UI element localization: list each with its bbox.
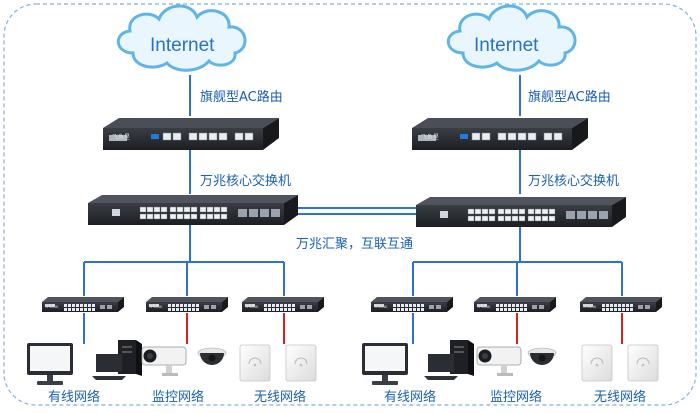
group-label-wired-right: 有线网络 xyxy=(384,390,437,405)
core-switch-icon xyxy=(87,194,299,226)
router-label-left: 旗舰型AC路由 xyxy=(200,90,283,105)
group-label-wireless-left: 无线网络 xyxy=(254,390,307,405)
access-brand-left-2: TP-LINK xyxy=(148,305,163,309)
core-switch-icon xyxy=(415,196,627,228)
dome-camera-icon xyxy=(197,347,227,366)
bullet-camera-icon xyxy=(141,346,187,377)
core-switch-label-left: 万兆核心交换机 xyxy=(200,174,292,189)
internet-label-left: Internet xyxy=(150,35,215,56)
access-brand-left-1: TP-LINK xyxy=(44,305,59,309)
access-brand-right-1: TP-LINK xyxy=(373,305,388,309)
monitor-icon xyxy=(362,343,408,385)
core-switch-label-right: 万兆核心交换机 xyxy=(528,174,620,189)
access-brand-right-3: TP-LINK xyxy=(582,305,597,309)
interconnect-link xyxy=(298,207,416,215)
group-label-monitoring-left: 监控网络 xyxy=(152,390,205,405)
access-brand-right-2: TP-LINK xyxy=(476,305,491,309)
router-brand-left: 飞鱼星 xyxy=(112,133,130,141)
group-label-wireless-right: 无线网络 xyxy=(594,390,647,405)
access-point-icon xyxy=(239,344,271,382)
diagram-frame xyxy=(3,3,697,406)
access-brand-left-3: TP-LINK xyxy=(244,305,259,309)
monitor-icon xyxy=(27,343,73,385)
group-label-wired-left: 有线网络 xyxy=(48,390,101,405)
pc-tower-icon xyxy=(424,340,474,380)
dome-camera-icon xyxy=(527,347,557,366)
router-label-right: 旗舰型AC路由 xyxy=(528,90,611,105)
interconnect-label: 万兆汇聚，互联互通 xyxy=(296,237,414,252)
access-point-icon xyxy=(285,344,317,382)
group-label-monitoring-right: 监控网络 xyxy=(490,390,543,405)
bullet-camera-icon xyxy=(476,346,522,377)
internet-label-right: Internet xyxy=(474,35,539,56)
access-point-icon xyxy=(627,344,659,382)
pc-tower-icon xyxy=(92,340,142,380)
router-brand-right: 飞鱼星 xyxy=(421,133,439,141)
access-point-icon xyxy=(581,344,613,382)
